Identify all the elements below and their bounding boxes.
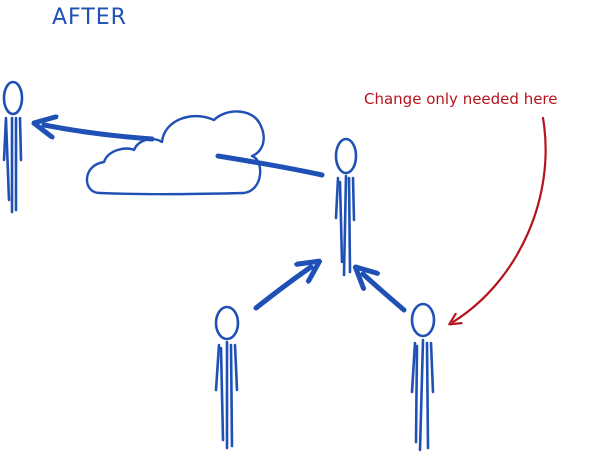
stick-figure-center [334, 137, 358, 277]
arrow-bottom-left-to-center [253, 267, 311, 311]
stick-figure-bottom-left [214, 305, 240, 450]
stick-figure-bottom-right [410, 302, 436, 452]
arrow-bottom-right-to-center [363, 274, 407, 313]
stick-figure-left [2, 80, 24, 214]
annotation-arrow [448, 116, 547, 326]
annotation-text: Change only needed here [364, 90, 558, 108]
diagram-title: AFTER [52, 5, 127, 30]
arrow-to-left-figure [44, 125, 155, 142]
cloud [85, 110, 265, 196]
link-cloud-to-center [215, 153, 325, 178]
